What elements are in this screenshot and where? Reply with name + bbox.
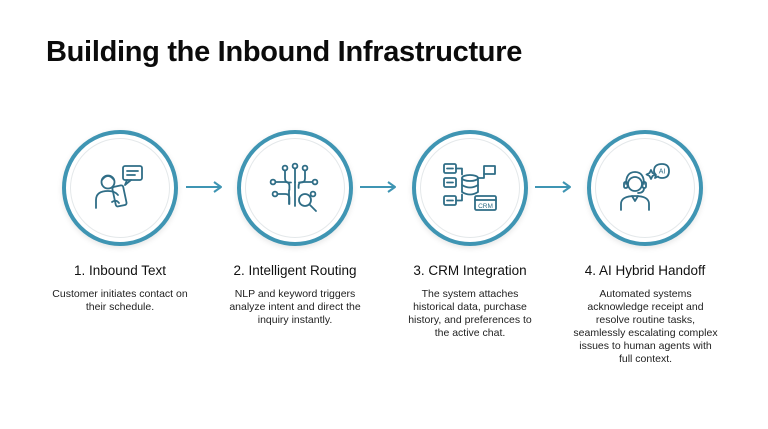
step-icon-circle: AI bbox=[587, 130, 703, 246]
step-icon-circle bbox=[237, 130, 353, 246]
person-phone-chat-icon bbox=[95, 165, 143, 209]
agent-headset-ai-icon: AI bbox=[620, 163, 670, 211]
network-magnifier-icon bbox=[269, 162, 319, 212]
crm-icon-label: CRM bbox=[478, 203, 493, 210]
step-description: The system attaches historical data, pur… bbox=[408, 288, 532, 339]
step-description: Customer initiates contact on their sche… bbox=[52, 288, 188, 313]
step-description: Automated systems acknowledge receipt an… bbox=[573, 288, 718, 365]
step-title: 3. CRM Integration bbox=[413, 263, 527, 278]
step-title: 1. Inbound Text bbox=[73, 263, 167, 278]
step-title: 2. Intelligent Routing bbox=[233, 263, 357, 278]
step-icon-circle: CRM bbox=[412, 130, 528, 246]
arrow-right-icon bbox=[535, 181, 571, 193]
database-crm-icon: CRM bbox=[443, 163, 497, 211]
arrow-right-icon bbox=[360, 181, 396, 193]
step-title: 4. AI Hybrid Handoff bbox=[584, 263, 706, 278]
step-description: NLP and keyword triggers analyze intent … bbox=[229, 288, 361, 326]
arrow-right-icon bbox=[186, 181, 222, 193]
page-title: Building the Inbound Infrastructure bbox=[46, 36, 523, 68]
ai-icon-label: AI bbox=[659, 169, 666, 176]
step-icon-circle bbox=[62, 130, 178, 246]
